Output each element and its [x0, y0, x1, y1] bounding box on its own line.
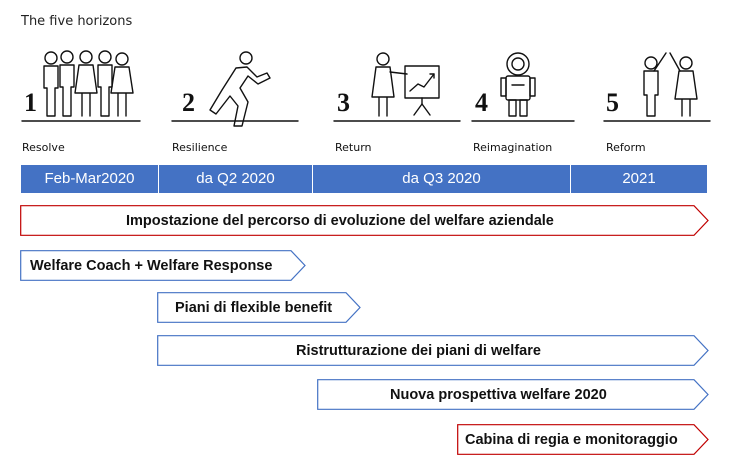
initiative-label: Cabina di regia e monitoraggio [465, 431, 678, 448]
initiative-label: Piani di flexible benefit [175, 299, 333, 316]
diagram-title: The five horizons [21, 14, 133, 29]
horizon-label-resolve: Resolve [22, 141, 65, 154]
initiative-arrow-welfare-evolution: Impostazione del percorso di evoluzione … [20, 205, 709, 236]
initiative-arrow-nuova-prospettiva: Nuova prospettiva welfare 2020 [317, 379, 709, 410]
timeline-segment-q2-2020: da Q2 2020 [196, 170, 275, 187]
timeline-bar: Feb-Mar2020 da Q2 2020 da Q3 2020 2021 [21, 165, 707, 193]
timeline-divider [312, 165, 313, 193]
horizon-label-return: Return [335, 141, 372, 154]
initiative-arrow-flexible-benefit: Piani di flexible benefit [157, 292, 361, 323]
horizon-number-2: 2 [182, 88, 195, 117]
initiative-arrow-welfare-coach: Welfare Coach + Welfare Response [20, 250, 306, 281]
horizon-illustrations: 1 2 3 4 5 [21, 50, 711, 127]
horizon-number-4: 4 [475, 88, 488, 117]
timeline-divider [158, 165, 159, 193]
initiative-label: Nuova prospettiva welfare 2020 [390, 386, 607, 403]
astronaut-icon [500, 52, 536, 117]
timeline-divider [570, 165, 571, 193]
horizon-label-resilience: Resilience [172, 141, 228, 154]
timeline-segment-q3-2020: da Q3 2020 [402, 170, 481, 187]
initiative-label: Ristrutturazione dei piani di welfare [296, 342, 541, 359]
initiative-label: Welfare Coach + Welfare Response [30, 257, 273, 274]
horizon-number-3: 3 [337, 88, 350, 117]
horizon-number-5: 5 [606, 88, 619, 117]
horizon-label-reimagination: Reimagination [473, 141, 553, 154]
horizon-label-reform: Reform [606, 141, 646, 154]
group-of-people-icon [43, 50, 134, 117]
horizon-number-1: 1 [24, 88, 37, 117]
high-five-icon [643, 52, 698, 117]
timeline-segment-feb-mar-2020: Feb-Mar2020 [44, 170, 135, 187]
initiative-label: Impostazione del percorso di evoluzione … [126, 212, 554, 229]
initiative-arrow-cabina-di-regia: Cabina di regia e monitoraggio [457, 424, 709, 455]
running-person-icon [209, 51, 271, 127]
timeline-segment-2021: 2021 [622, 170, 656, 187]
initiative-arrow-ristrutturazione: Ristrutturazione dei piani di welfare [157, 335, 709, 366]
presenter-board-icon [371, 52, 440, 117]
